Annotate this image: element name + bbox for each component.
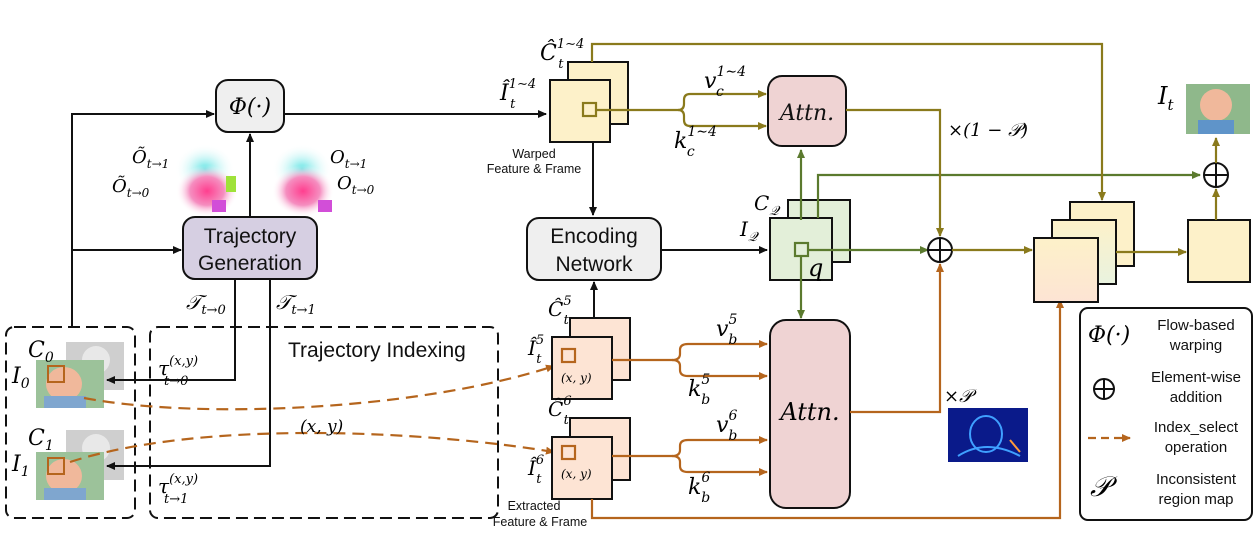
arrow-tau-t1 — [106, 279, 271, 470]
attention-top-label: Attn. — [778, 101, 834, 126]
concat-feature-front — [1033, 237, 1099, 303]
label-i1: I1 — [11, 452, 30, 480]
label-one-minus-p: ×(1 − 𝒫) — [948, 120, 1028, 141]
label-c1: C1 — [28, 426, 54, 454]
flow-warping-phi-node — [215, 79, 285, 133]
label-i-q: I𝒬 — [739, 217, 760, 245]
output-feature-node — [1187, 219, 1251, 283]
arrow-kb6 — [671, 454, 768, 476]
attention-bottom-label: Attn. — [778, 398, 839, 426]
extracted-label-line1: Extracted — [508, 499, 561, 513]
arrow-kc — [677, 108, 767, 130]
legend-phi-symbol: Φ(·) — [1088, 323, 1130, 348]
label-o-t1-tilde: Õt→1 — [132, 145, 169, 171]
patch-marker-i0 — [47, 365, 65, 383]
arrow-query-to-output-sum — [816, 171, 1201, 218]
legend-sum-line1: Element-wise — [1151, 369, 1241, 386]
arrow-input-to-phi — [71, 110, 215, 327]
encoding-network-line1: Encoding — [550, 225, 638, 248]
label-c0: C0 — [28, 338, 54, 366]
label-o-t1: Ot→1 — [330, 147, 367, 171]
arrow-attn-bottom-to-sum — [850, 263, 944, 414]
label-i0: I0 — [11, 364, 30, 392]
label-o-t0: Ot→0 — [337, 173, 375, 197]
legend-index-line1: Index_select — [1154, 419, 1239, 436]
legend-phi-line1: Flow-based — [1157, 317, 1235, 334]
trajectory-indexing-box — [149, 326, 499, 519]
legend-box — [1079, 307, 1253, 521]
label-times-p: ×𝒫 — [944, 386, 977, 407]
label-xy-center: (x, y) — [300, 417, 343, 437]
arrow-vb5 — [612, 340, 768, 362]
label-T-t0: 𝒯t→0 — [186, 290, 226, 318]
extracted-frame5-front — [551, 336, 613, 400]
warped-label-line2: Feature & Frame — [487, 162, 582, 176]
label-tau-t0: τ(x,y)t→0 — [158, 354, 198, 389]
label-i-t: It — [1157, 82, 1174, 114]
attention-bottom-node — [769, 319, 851, 509]
arrow-tau-t0 — [106, 279, 236, 384]
trajectory-indexing-label: Trajectory Indexing — [288, 339, 466, 362]
legend-p-line2: region map — [1158, 491, 1233, 508]
arrow-extracted-to-decoder — [590, 299, 1064, 520]
encoding-network-line2: Network — [555, 253, 633, 276]
label-xy-box1: (x, y) — [561, 371, 592, 385]
legend-p-line1: Inconsistent — [1156, 471, 1237, 488]
trajectory-generation-line2: Generation — [198, 252, 302, 275]
arrow-vb6 — [612, 436, 768, 458]
arrow-warped-to-decoder — [590, 42, 1106, 201]
patch5 — [560, 347, 577, 364]
phi-label: Φ(·) — [229, 95, 271, 120]
label-tau-t1: τ(x,y)t→1 — [158, 472, 198, 507]
arrow-kb5 — [671, 358, 768, 380]
label-o-t0-tilde: Õt→0 — [112, 174, 150, 200]
legend-index-line2: operation — [1165, 439, 1228, 456]
label-T-t1: 𝒯t→1 — [276, 290, 316, 318]
extracted-label-line2: Feature & Frame — [493, 515, 588, 529]
warped-label-line1: Warped — [512, 147, 555, 161]
index-select-arrow-1 — [83, 364, 555, 411]
label-q: q — [808, 254, 823, 282]
legend-sum-line2: addition — [1170, 389, 1223, 406]
arrow-attn-top-to-sum — [846, 108, 944, 237]
input-frames-box — [5, 326, 136, 519]
patch-marker-i1 — [47, 457, 65, 475]
patch6 — [560, 444, 577, 461]
index-select-arrow-2 — [69, 431, 555, 464]
label-c-q: C𝒬 — [754, 191, 781, 219]
trajectory-generation-line1: Trajectory — [204, 225, 297, 248]
legend-phi-line2: warping — [1169, 337, 1223, 354]
label-xy-box2: (x, y) — [561, 467, 592, 481]
